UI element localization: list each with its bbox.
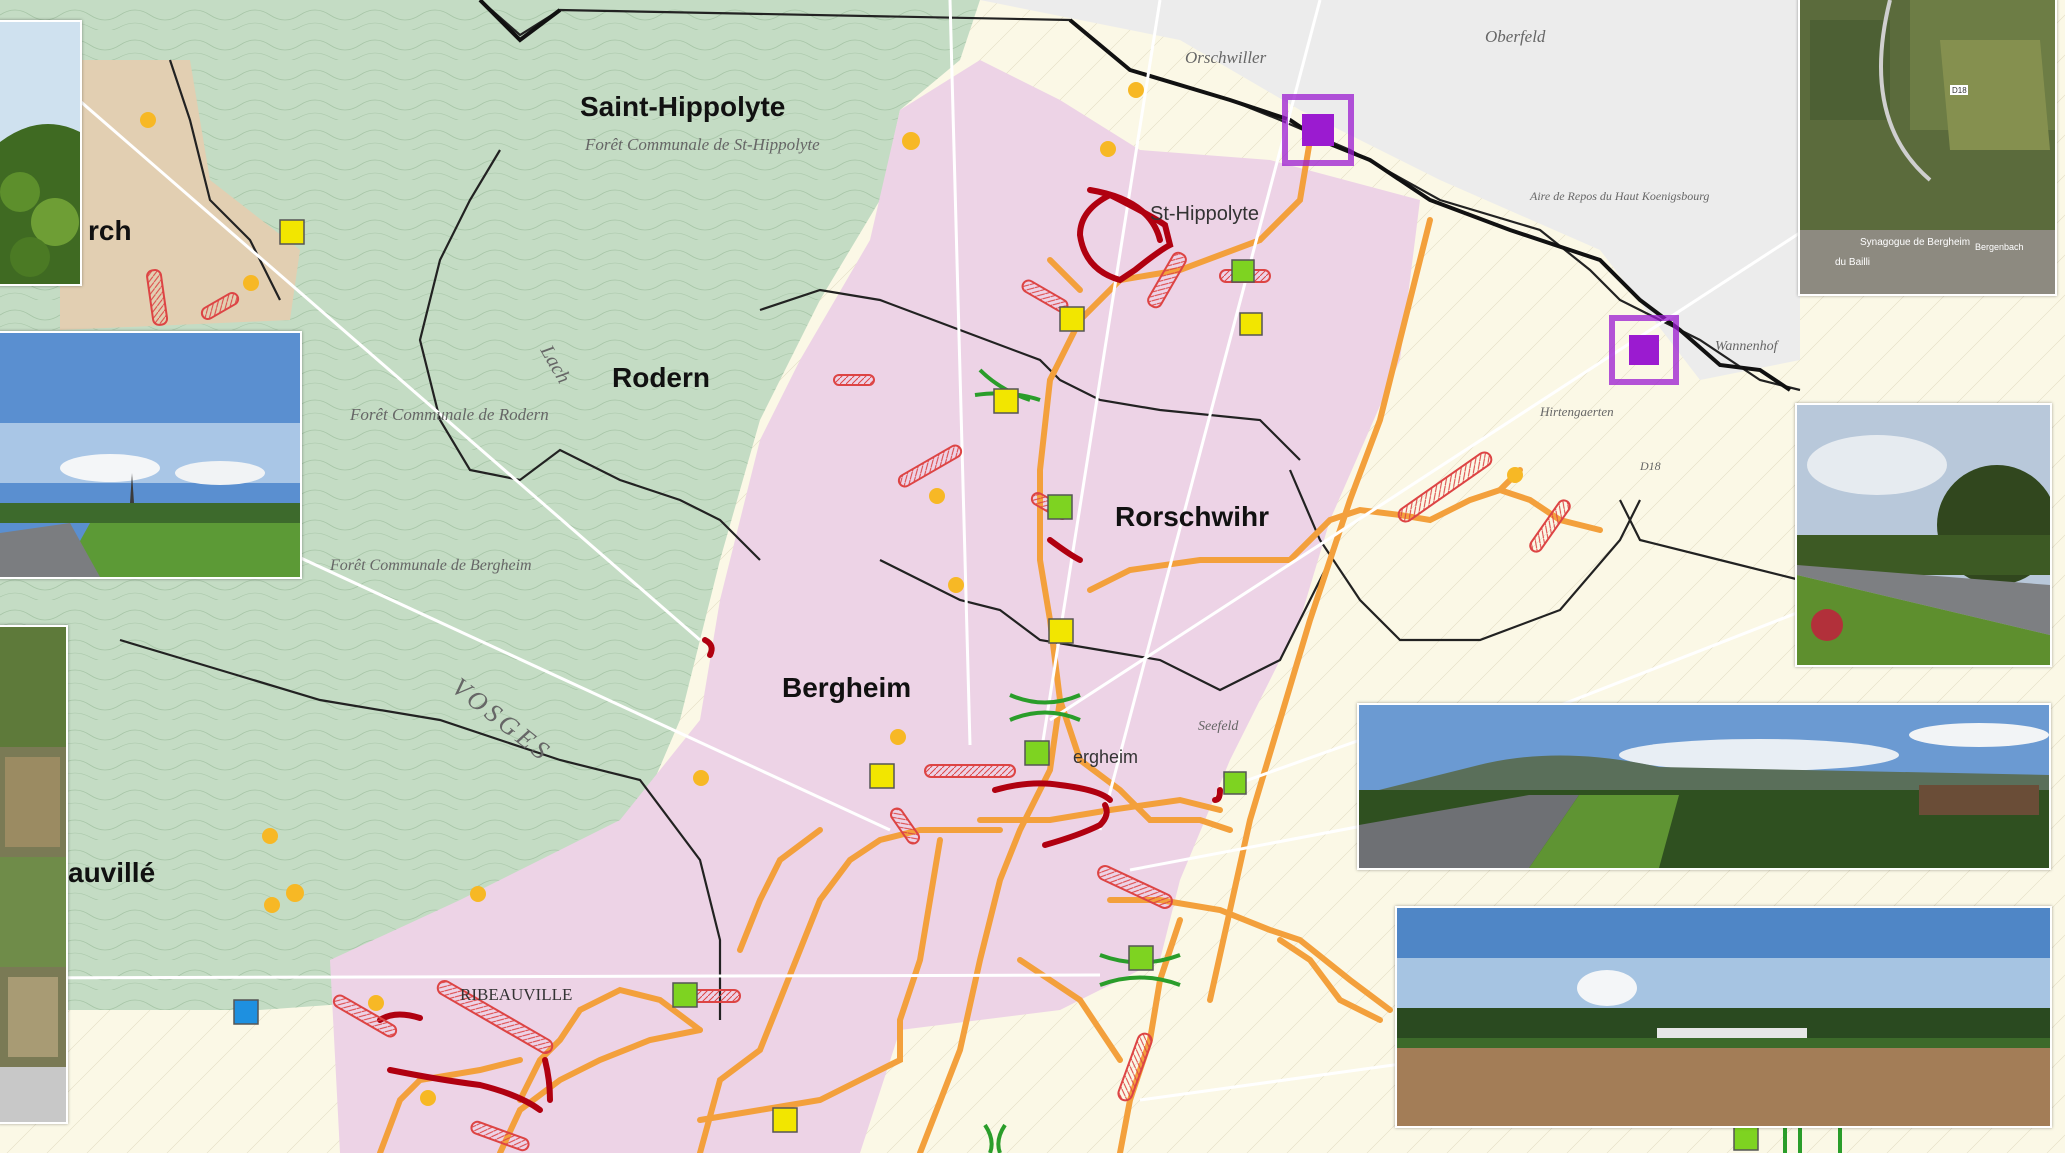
place-label-rodern: Rodern <box>612 362 710 393</box>
yellow-marker[interactable] <box>869 763 895 789</box>
place-label-hirtengaerten: Hirtengaerten <box>1539 404 1614 419</box>
svg-text:Forêt Communale de St-Hippolyt: Forêt Communale de St-Hippolyte <box>584 135 820 154</box>
department-boundary <box>478 0 1792 392</box>
purple-marker[interactable] <box>1302 114 1334 146</box>
town-label-ribeauville: RIBEAUVILLE <box>460 985 572 1004</box>
hatched-zones <box>146 251 1571 1152</box>
green-marker[interactable] <box>1223 771 1247 795</box>
green-marker[interactable] <box>1024 740 1050 766</box>
green-marker[interactable] <box>672 982 698 1008</box>
vineyard-area <box>330 60 1420 1153</box>
svg-text:Forêt Communale de Rodern: Forêt Communale de Rodern <box>349 405 549 424</box>
yellow-marker[interactable] <box>1048 618 1074 644</box>
yellow-marker[interactable] <box>993 388 1019 414</box>
purple-marker-frame[interactable] <box>1282 94 1354 166</box>
green-marker[interactable] <box>1733 1125 1759 1151</box>
place-label-saint-hippolyte: Saint-Hippolyte <box>580 91 785 122</box>
blue-marker[interactable] <box>233 999 259 1025</box>
green-marker[interactable] <box>1128 945 1154 971</box>
svg-text:D18: D18 <box>1639 459 1661 473</box>
yellow-marker[interactable] <box>772 1107 798 1133</box>
place-label-orschwiller: Orschwiller <box>1185 48 1267 67</box>
svg-text:Bergenbach: Bergenbach <box>1975 242 2024 252</box>
roads <box>377 137 1603 1153</box>
yellow-marker[interactable] <box>279 219 305 245</box>
place-label-bergheim: Bergheim <box>782 672 911 703</box>
square-markers <box>233 219 1759 1151</box>
grey-area <box>980 0 1800 380</box>
svg-text:Aire de Repos du Haut Koenigsb: Aire de Repos du Haut Koenigsbourg <box>1529 189 1709 203</box>
svg-text:Seefeld: Seefeld <box>1198 719 1239 734</box>
photo-road-vineyards[interactable] <box>1357 703 2051 870</box>
yellow-marker[interactable] <box>1059 306 1085 332</box>
green-marker[interactable] <box>1231 259 1255 283</box>
red-zones <box>377 187 1223 1113</box>
photo-vineyard-leaves[interactable] <box>0 20 82 286</box>
photo-ploughed-field[interactable] <box>1395 906 2052 1128</box>
photo-road-village[interactable] <box>0 331 302 579</box>
purple-marker-frame[interactable] <box>1609 315 1679 385</box>
photo-road-trees[interactable] <box>1795 403 2052 667</box>
photo-aerial-bergheim[interactable]: Synagogue de Bergheim Bergenbach du Bail… <box>1798 0 2057 296</box>
svg-text:Synagogue de Bergheim: Synagogue de Bergheim <box>1860 237 1970 248</box>
place-label-kirch: rch <box>88 215 132 246</box>
svg-text:Forêt Communale de Bergheim: Forêt Communale de Bergheim <box>329 557 532 574</box>
purple-markers <box>1282 94 1679 385</box>
star-markers <box>140 82 1523 1106</box>
town-label-bergheim: ergheim <box>1073 747 1138 767</box>
town-label-st-hippolyte: St-Hippolyte <box>1150 203 1259 225</box>
place-label-oberfeld: Oberfeld <box>1485 27 1546 46</box>
green-marker[interactable] <box>1047 494 1073 520</box>
purple-marker[interactable] <box>1629 335 1659 365</box>
svg-text:du Bailli: du Bailli <box>1835 257 1870 268</box>
photo-aerial-field-left[interactable] <box>0 625 68 1124</box>
yellow-marker[interactable] <box>1239 312 1263 336</box>
place-label-ribeauville: auvillé <box>68 857 155 888</box>
svg-text:Wannenhof: Wannenhof <box>1715 339 1780 354</box>
place-label-rorschwihr: Rorschwihr <box>1115 501 1269 532</box>
svg-text:D18: D18 <box>1952 86 1967 95</box>
terrain-area <box>60 60 300 330</box>
